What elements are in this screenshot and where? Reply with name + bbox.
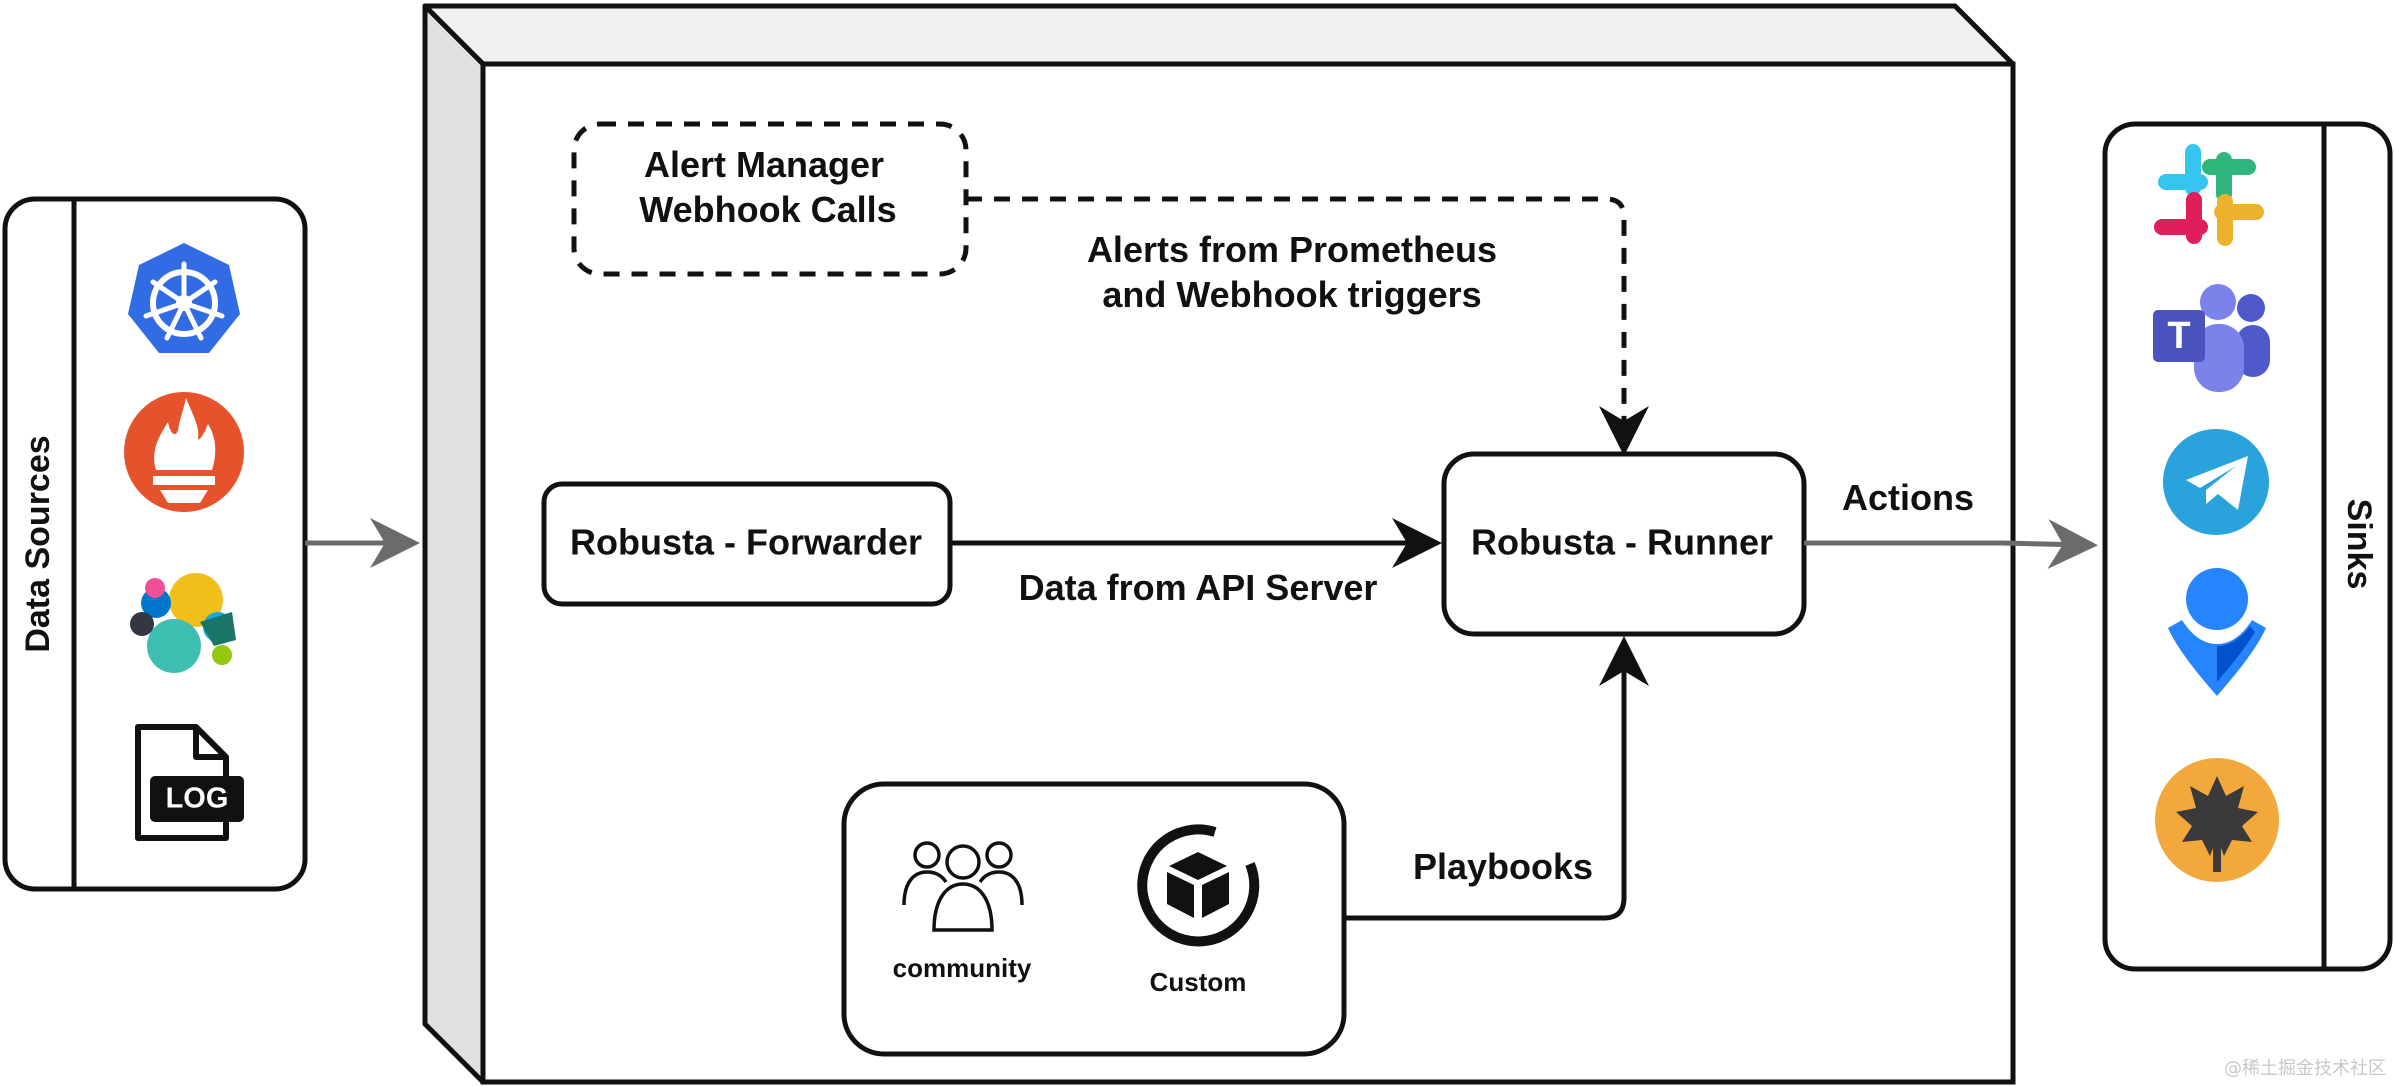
cluster-box-side-face [422, 3, 486, 1085]
actions-edge [1804, 519, 2098, 570]
package-icon [1137, 824, 1260, 947]
opsgenie-icon [2168, 568, 2266, 696]
sinks-title: Sinks [2340, 499, 2378, 590]
teams-letter: T [2167, 315, 2190, 357]
alerts-edge-label-line1: Alerts from Prometheus [1087, 229, 1497, 270]
custom-label: Custom [1150, 967, 1247, 997]
playbooks-edge-label: Playbooks [1413, 846, 1593, 887]
actions-edge-label: Actions [1842, 477, 1974, 518]
log-file-icon: LOG [135, 724, 244, 841]
data-sources-title: Data Sources [19, 435, 57, 652]
alert-manager-line2: Webhook Calls [639, 189, 896, 230]
community-icon [902, 841, 1024, 932]
forwarder-label: Robusta - Forwarder [570, 522, 922, 563]
watermark: @稀土掘金技术社区 [2224, 1058, 2386, 1079]
log-label: LOG [166, 783, 229, 815]
sinks-panel: Sinks T [2102, 121, 2393, 972]
prometheus-icon [124, 392, 244, 512]
slack-icon [2154, 144, 2264, 246]
playbooks-node: community Custom [841, 781, 1347, 1057]
alerts-edge-label-line2: and Webhook triggers [1102, 274, 1481, 315]
victorops-icon [2155, 758, 2279, 882]
runner-node: Robusta - Runner [1441, 451, 1807, 637]
api-edge-label: Data from API Server [1019, 567, 1378, 608]
runner-label: Robusta - Runner [1471, 522, 1773, 563]
data-sources-panel: Data Sources [2, 196, 308, 892]
community-label: community [893, 953, 1032, 983]
alerts-edge [966, 196, 1649, 456]
forwarder-node: Robusta - Forwarder [541, 481, 953, 607]
alert-manager-line1: Alert Manager [644, 144, 884, 185]
teams-icon: T [2153, 284, 2270, 392]
kubernetes-icon [128, 243, 240, 353]
elastic-icon [130, 573, 236, 673]
cluster-box-top-face [422, 3, 2016, 67]
telegram-icon [2163, 429, 2269, 535]
alert-manager-node: Alert Manager Webhook Calls [571, 121, 969, 277]
playbooks-edge [1344, 636, 1649, 921]
